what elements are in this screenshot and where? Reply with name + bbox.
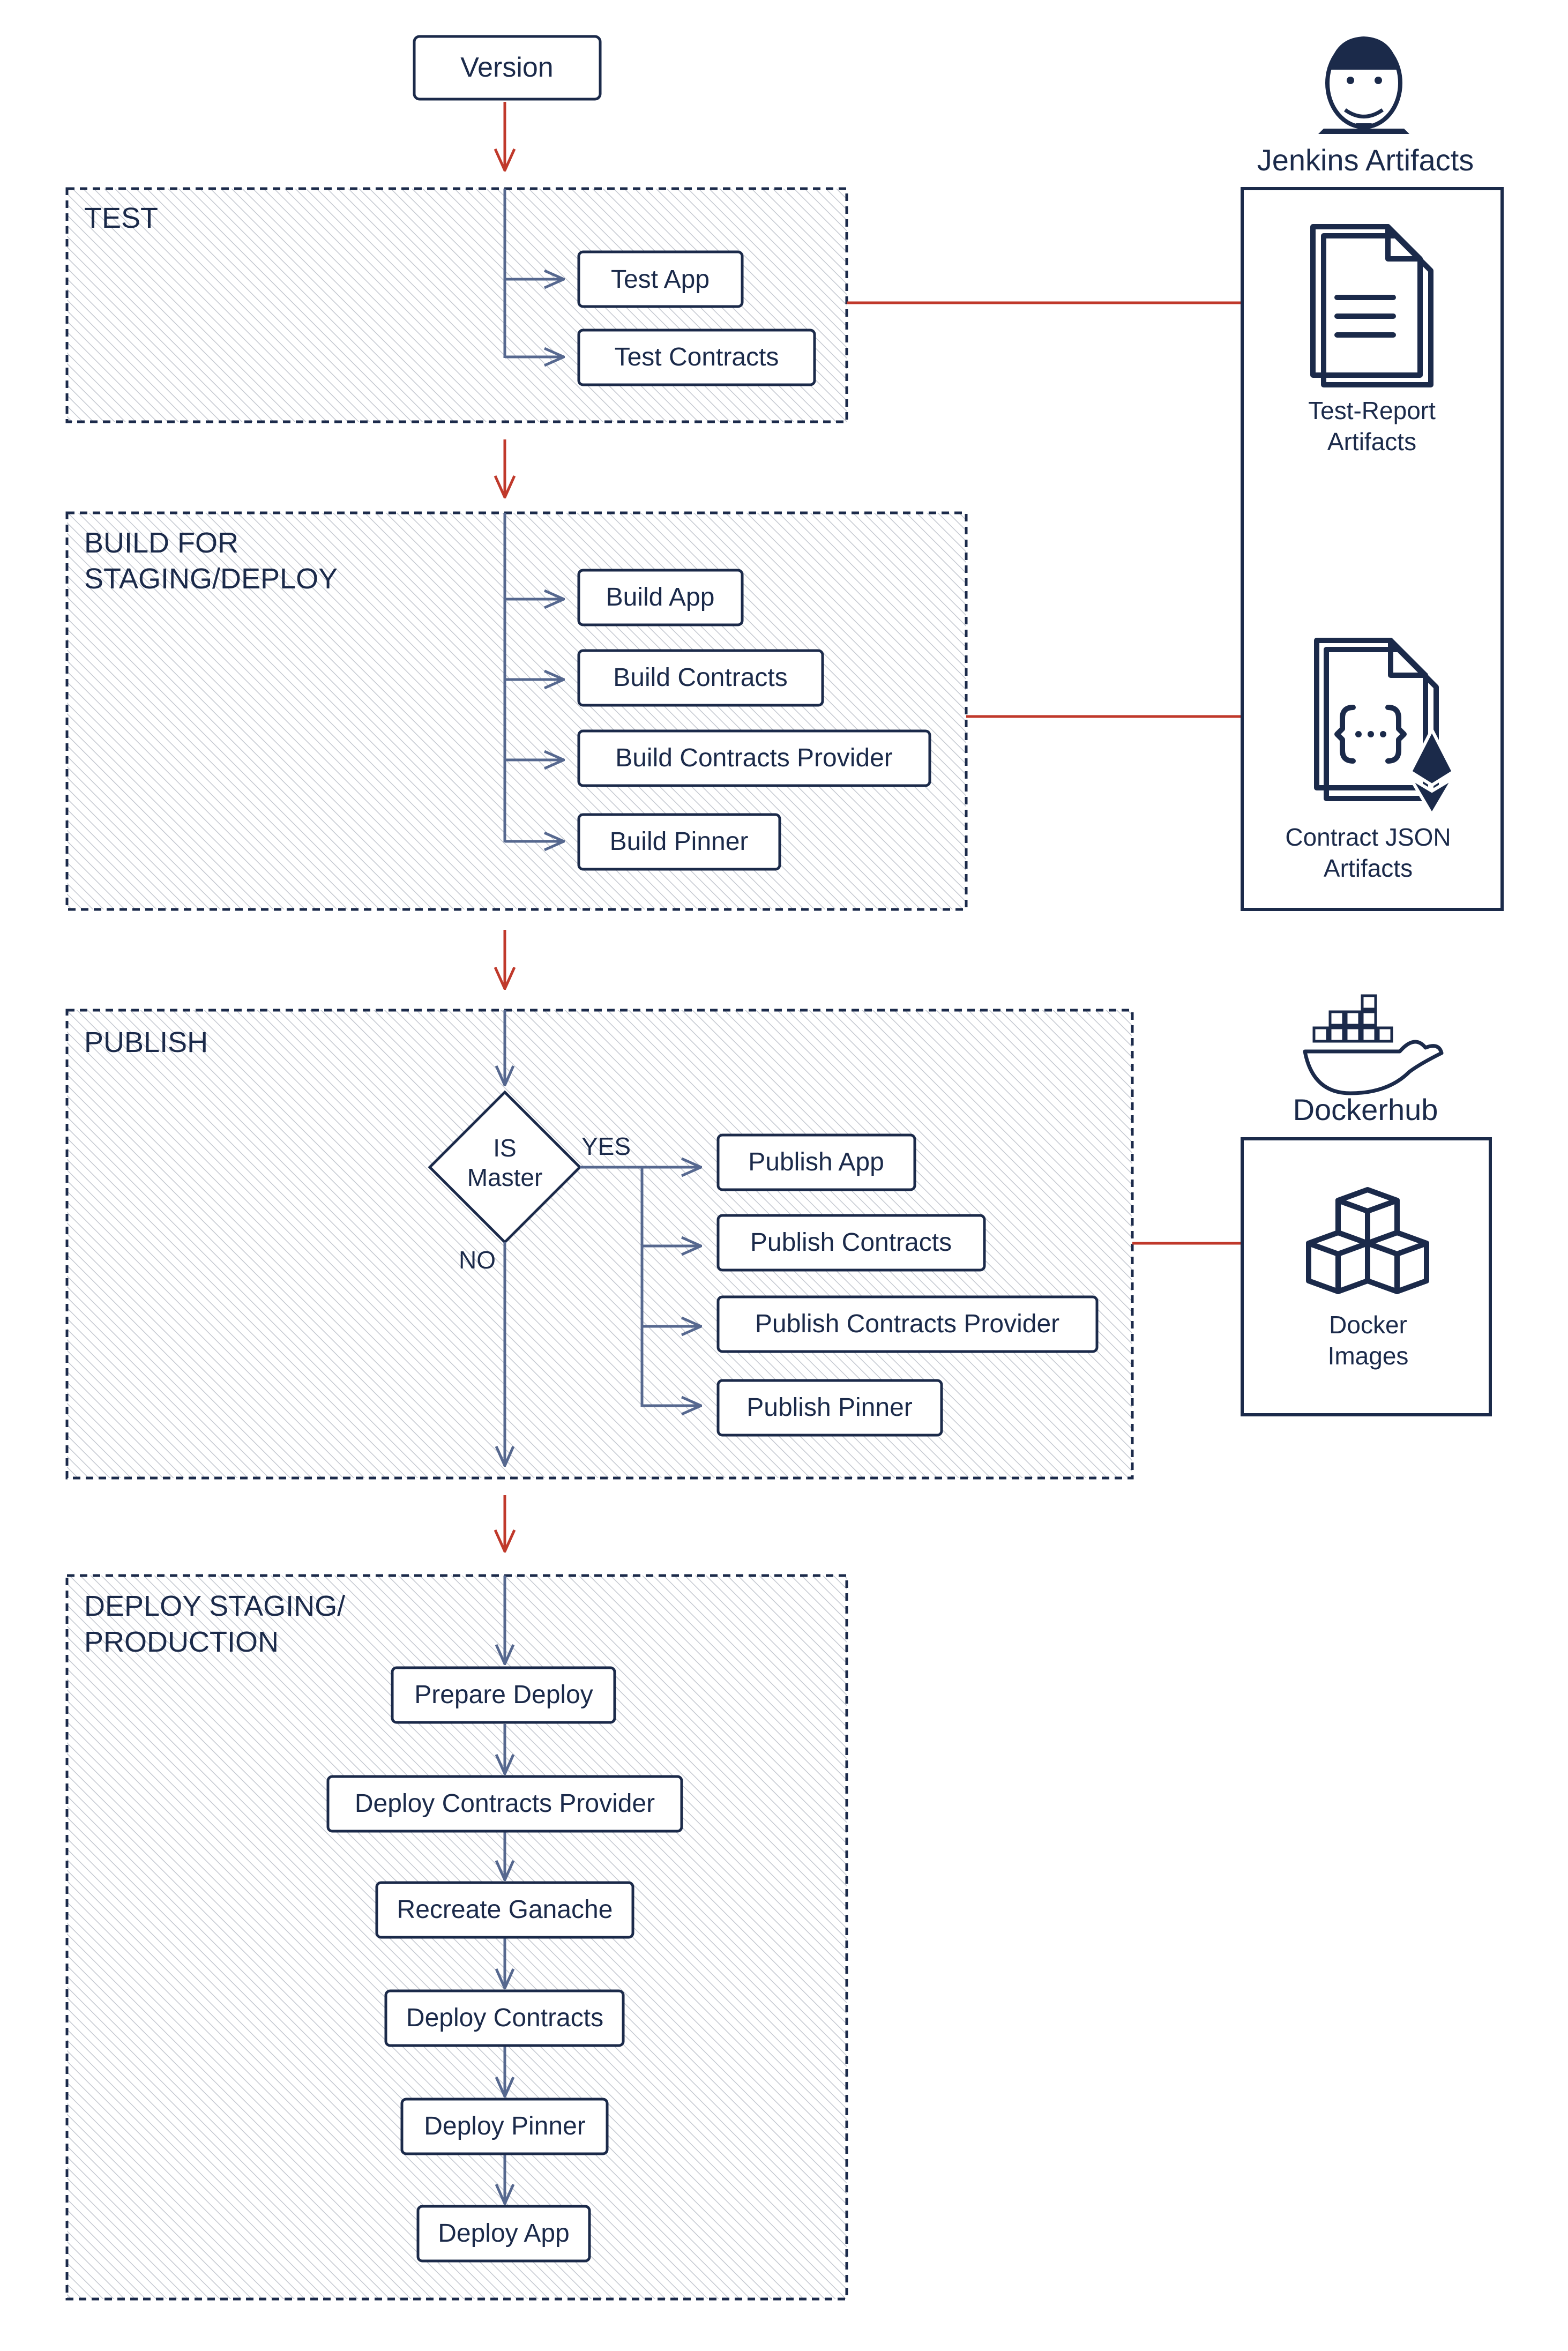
decision-is-master: IS Master [428, 1090, 582, 1244]
svg-text:Build Contracts: Build Contracts [613, 663, 787, 692]
stage-publish: PUBLISH IS Master YES NO Publish App Pub… [65, 1009, 1134, 1480]
step-deploy-pinner: Deploy Pinner [400, 2098, 609, 2155]
svg-text:Publish App: Publish App [748, 1148, 884, 1176]
document-icon [1310, 224, 1433, 387]
svg-text:Deploy App: Deploy App [438, 2219, 570, 2248]
step-build-contracts: Build Contracts [577, 649, 824, 707]
svg-text:Build Contracts Provider: Build Contracts Provider [615, 744, 893, 772]
stage-deploy: DEPLOY STAGING/ PRODUCTION Prepare Deplo… [65, 1574, 848, 2301]
contract-json-label-line1: Contract JSON [1285, 823, 1451, 851]
stage-test: TEST Test App Test Contracts [65, 187, 848, 423]
stage-deploy-title-line1: DEPLOY STAGING/ [84, 1590, 345, 1622]
version-label: Version [460, 52, 553, 83]
stage-build-title-line1: BUILD FOR [84, 527, 238, 559]
cubes-icon [1306, 1187, 1429, 1294]
step-publish-pinner: Publish Pinner [716, 1379, 943, 1437]
ethereum-icon [1408, 726, 1455, 818]
step-deploy-app: Deploy App [416, 2205, 591, 2263]
jenkins-panel: Jenkins Artifacts Test-Report Artifacts [1241, 36, 1504, 911]
docker-images-label-line1: Docker [1329, 1311, 1407, 1339]
step-publish-app: Publish App [716, 1133, 916, 1191]
step-build-app: Build App [577, 569, 744, 626]
svg-text:Deploy Pinner: Deploy Pinner [424, 2112, 586, 2140]
contract-json-label-line2: Artifacts [1324, 854, 1413, 882]
svg-text:Test App: Test App [611, 265, 710, 294]
jenkins-icon [1318, 36, 1409, 134]
no-label: NO [459, 1246, 496, 1274]
svg-text:Master: Master [467, 1163, 543, 1191]
svg-text:Recreate Ganache: Recreate Ganache [397, 1895, 613, 1924]
stage-deploy-title-line2: PRODUCTION [84, 1626, 279, 1658]
svg-text:Build App: Build App [606, 583, 715, 611]
svg-text:IS: IS [493, 1134, 516, 1162]
svg-text:Publish Pinner: Publish Pinner [746, 1393, 913, 1422]
step-build-pinner: Build Pinner [577, 813, 781, 871]
yes-label: YES [581, 1132, 631, 1160]
jenkins-title: Jenkins Artifacts [1257, 143, 1474, 177]
svg-text:Publish Contracts: Publish Contracts [750, 1228, 952, 1257]
stage-test-title: TEST [84, 202, 158, 234]
test-report-label-line2: Artifacts [1327, 428, 1416, 456]
svg-text:Deploy Contracts Provider: Deploy Contracts Provider [355, 1789, 655, 1818]
docker-images-label-line2: Images [1328, 1342, 1409, 1370]
docker-whale-icon [1303, 994, 1444, 1095]
svg-text:Test Contracts: Test Contracts [615, 343, 779, 371]
step-deploy-contracts: Deploy Contracts [384, 1989, 625, 2047]
stage-build-title-line2: STAGING/DEPLOY [84, 563, 338, 595]
svg-text:Publish Contracts Provider: Publish Contracts Provider [755, 1310, 1059, 1338]
step-prepare-deploy: Prepare Deploy [391, 1666, 616, 1724]
version-node: Version [413, 35, 602, 101]
dockerhub-panel: Dockerhub Docker Images [1241, 994, 1492, 1416]
step-build-contracts-provider: Build Contracts Provider [577, 729, 931, 787]
svg-text:Prepare Deploy: Prepare Deploy [414, 1681, 593, 1709]
step-recreate-ganache: Recreate Ganache [375, 1881, 634, 1939]
stage-publish-title: PUBLISH [84, 1026, 208, 1058]
svg-text:Deploy Contracts: Deploy Contracts [406, 2004, 603, 2032]
step-deploy-contracts-provider: Deploy Contracts Provider [326, 1775, 683, 1833]
test-report-label-line1: Test-Report [1308, 397, 1436, 424]
stage-build: BUILD FOR STAGING/DEPLOY Build App Build… [65, 511, 968, 911]
svg-text:Build Pinner: Build Pinner [610, 827, 749, 856]
dockerhub-title: Dockerhub [1293, 1093, 1438, 1126]
step-publish-contracts-provider: Publish Contracts Provider [716, 1295, 1099, 1353]
step-publish-contracts: Publish Contracts [716, 1214, 986, 1272]
step-test-app: Test App [577, 250, 744, 308]
step-test-contracts: Test Contracts [577, 329, 816, 386]
